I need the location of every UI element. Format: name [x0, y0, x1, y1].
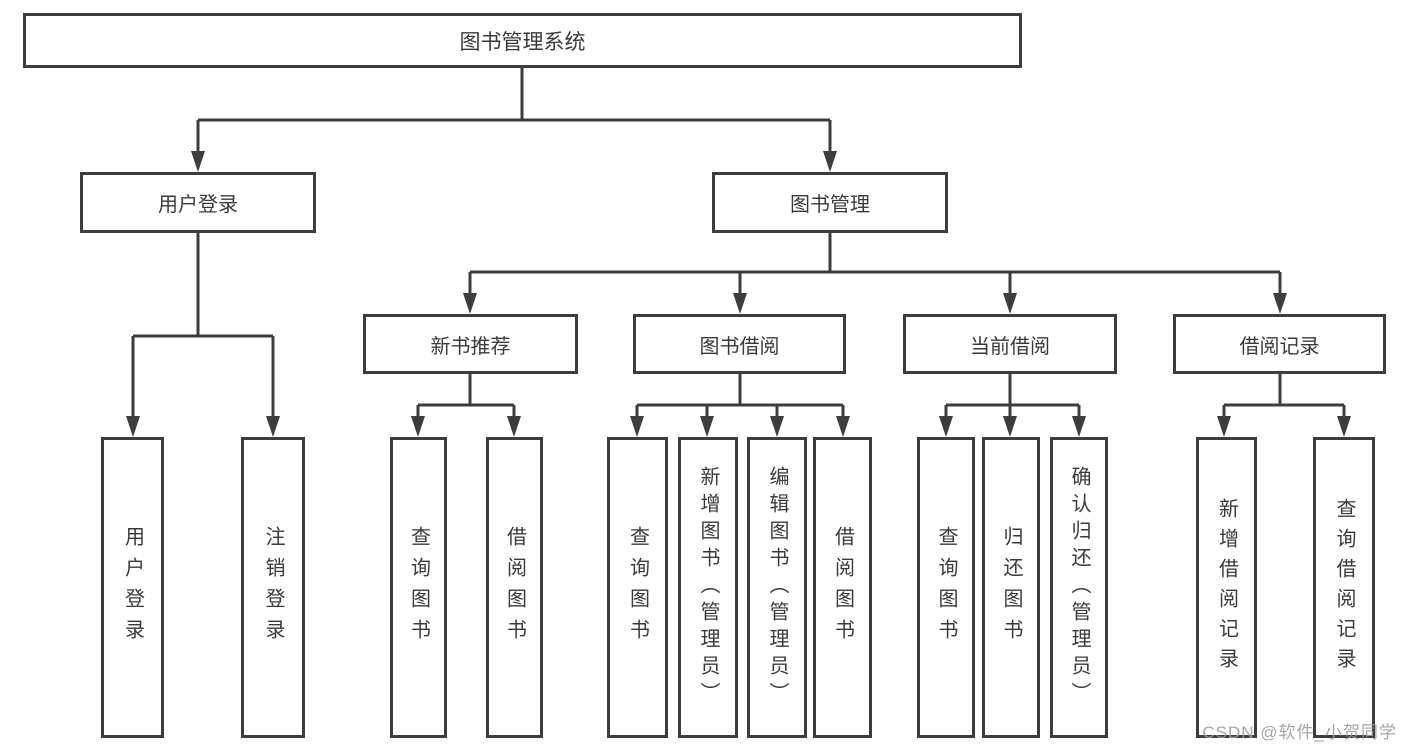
node-label: 注销登录 [262, 525, 284, 650]
node-query-books-1: 查询图书 [390, 437, 447, 738]
node-add-borrow-record: 新增借阅记录 [1196, 437, 1257, 738]
node-book-management-branch: 图书管理 [712, 172, 948, 233]
node-label: 确认归还（管理员） [1068, 466, 1090, 709]
node-label: 图书管理 [790, 194, 870, 216]
node-add-books-admin: 新增图书（管理员） [678, 437, 738, 738]
node-query-books-2: 查询图书 [607, 437, 668, 738]
node-label: 图书管理系统 [459, 30, 586, 54]
node-user-login-branch: 用户登录 [80, 172, 316, 233]
node-query-books-3: 查询图书 [917, 437, 975, 738]
node-label: 归还图书 [1000, 525, 1022, 650]
node-borrow-books-2: 借阅图书 [813, 437, 872, 738]
node-label: 查询图书 [626, 525, 649, 650]
node-new-book-recommend: 新书推荐 [363, 314, 578, 374]
node-user-login-action: 用户登录 [101, 437, 164, 738]
node-borrow-records: 借阅记录 [1173, 314, 1386, 374]
node-query-borrow-record: 查询借阅记录 [1313, 437, 1375, 738]
node-label: 查询图书 [935, 525, 957, 650]
node-label: 新书推荐 [430, 335, 511, 358]
node-label: 新增图书（管理员） [697, 466, 719, 709]
csdn-watermark: CSDN @软件_小贺同学 [1202, 723, 1397, 742]
node-label: 查询图书 [407, 525, 430, 650]
node-label: 借阅图书 [503, 525, 526, 650]
node-label: 新增借阅记录 [1215, 497, 1238, 678]
node-label: 当前借阅 [970, 335, 1050, 358]
node-label: 用户登录 [121, 525, 144, 650]
node-label: 借阅图书 [831, 525, 854, 650]
node-return-books: 归还图书 [982, 437, 1040, 738]
node-borrow-books-1: 借阅图书 [486, 437, 543, 738]
node-label: 用户登录 [158, 194, 238, 216]
node-logout-action: 注销登录 [241, 437, 305, 738]
node-system-root: 图书管理系统 [23, 13, 1022, 68]
node-book-borrow: 图书借阅 [633, 314, 846, 374]
node-confirm-return-admin: 确认归还（管理员） [1050, 437, 1108, 738]
node-label: 查询借阅记录 [1333, 497, 1355, 678]
node-label: 借阅记录 [1239, 335, 1320, 358]
node-label: 图书借阅 [699, 335, 780, 358]
node-current-borrow: 当前借阅 [903, 314, 1117, 374]
node-edit-books-admin: 编辑图书（管理员） [747, 437, 807, 738]
node-label: 编辑图书（管理员） [766, 466, 788, 709]
